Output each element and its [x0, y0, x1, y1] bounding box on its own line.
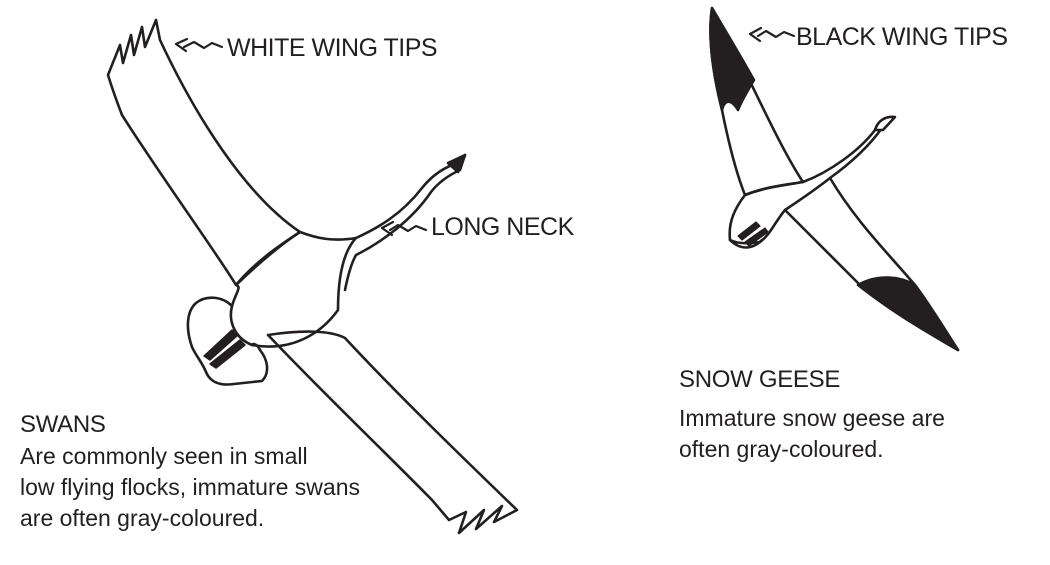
goose-wing-tips-label: BLACK WING TIPS [796, 23, 1008, 52]
snow-goose-illustration [710, 8, 958, 350]
swan-description-line-3: are often gray-coloured. [20, 503, 360, 534]
swan-beak [448, 155, 465, 172]
swan-neck-label: LONG NECK [431, 213, 574, 242]
swan-body [231, 232, 356, 347]
goose-upper-wing-tip [710, 8, 754, 110]
goose-head [875, 117, 895, 130]
swan-description-line-2: low flying flocks, immature swans [20, 472, 360, 503]
goose-title: SNOW GEESE [679, 366, 840, 394]
goose-description-line-2: often gray-coloured. [679, 434, 945, 465]
goose-description-line-1: Immature snow geese are [679, 403, 945, 434]
swan-description: Are commonly seen in small low flying fl… [20, 441, 360, 534]
swan-title: SWANS [20, 411, 106, 439]
swan-wing-tips-label: WHITE WING TIPS [227, 34, 437, 63]
goose-wing-tips-arrow [750, 28, 794, 41]
goose-lower-wing-tip [858, 278, 958, 351]
swan-description-line-1: Are commonly seen in small [20, 441, 360, 472]
goose-description: Immature snow geese are often gray-colou… [679, 403, 945, 465]
swan-wing-tips-arrow [176, 39, 222, 51]
